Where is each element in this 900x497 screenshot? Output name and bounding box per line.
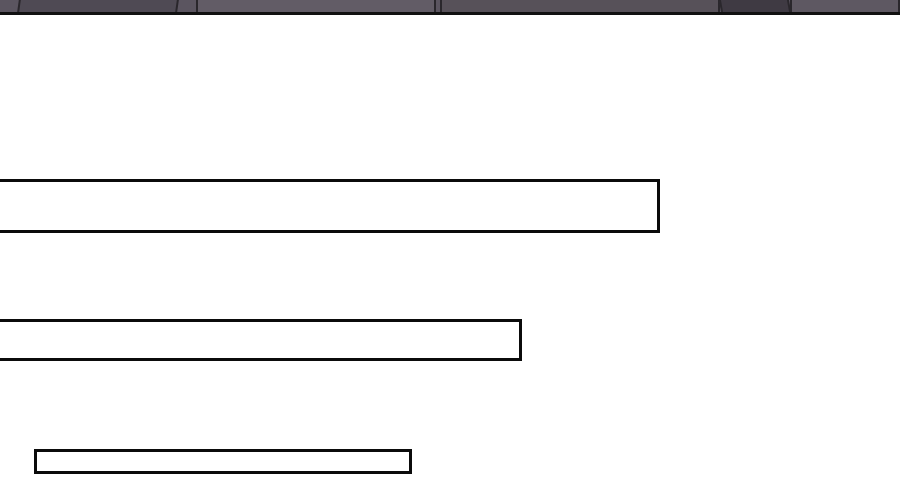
illustration-segment <box>196 0 436 12</box>
illustration-segment <box>790 0 900 12</box>
illustration-strip <box>0 0 900 15</box>
caption-box-3 <box>34 449 412 474</box>
illustration-segment <box>17 0 179 12</box>
illustration-segment <box>718 0 792 12</box>
caption-box-2 <box>0 319 522 361</box>
caption-box-1 <box>0 179 660 233</box>
illustration-segment <box>440 0 720 12</box>
